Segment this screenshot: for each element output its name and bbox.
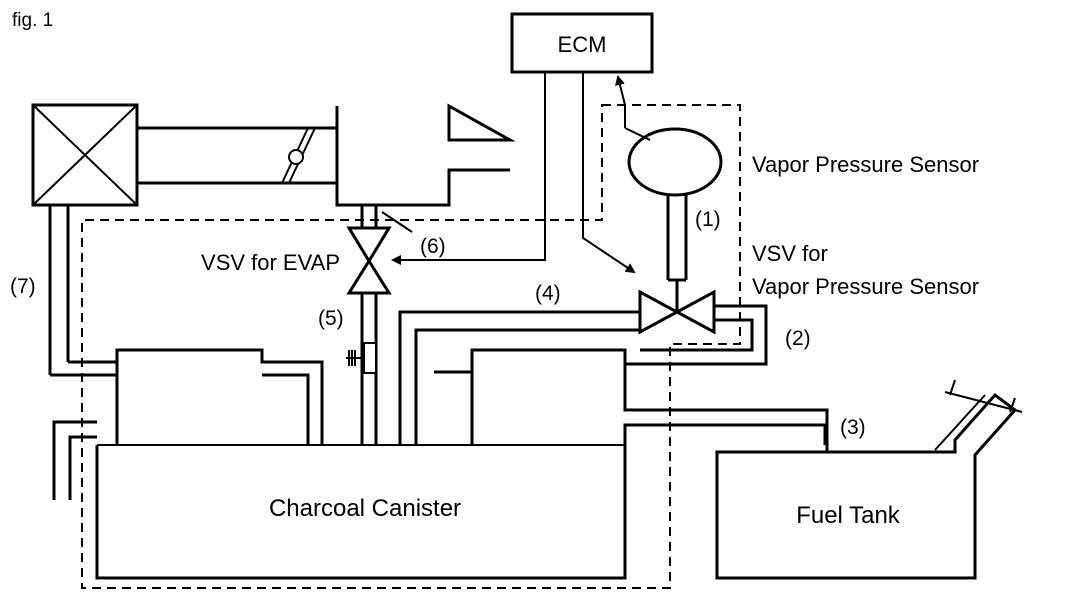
vapor-pressure-sensor-icon <box>627 127 723 197</box>
intake-manifold <box>335 103 516 207</box>
vsv-evap-valve <box>346 226 392 295</box>
hose-label-2: (2) <box>785 327 811 350</box>
fuel-tank: Fuel Tank <box>715 379 1023 580</box>
charcoal-canister: Charcoal Canister <box>95 328 829 580</box>
throttle-valve-icon <box>288 149 304 165</box>
vsv-vps-label-line1: VSV for <box>752 241 828 266</box>
hose-label-5: (5) <box>318 307 344 330</box>
vsv-evap-label: VSV for EVAP <box>201 250 340 275</box>
vsv-vps-label-line2: Vapor Pressure Sensor <box>752 274 979 299</box>
hose-label-1: (1) <box>695 208 721 231</box>
ecm-signal-lines <box>391 72 651 274</box>
intake-pipe <box>137 126 337 185</box>
air-cleaner <box>31 103 139 207</box>
hose-label-6: (6) <box>420 235 446 258</box>
hose-label-7: (7) <box>10 275 36 298</box>
hose-1 <box>666 195 688 282</box>
ecm-box: ECM <box>510 12 654 74</box>
vapor-pressure-sensor-label: Vapor Pressure Sensor <box>752 152 979 177</box>
hose-7 <box>48 205 117 500</box>
purge-line <box>346 205 413 445</box>
figure-label: fig. 1 <box>12 10 53 31</box>
ecm-wiring-harness <box>81 104 741 589</box>
ecm-label: ECM <box>558 32 607 57</box>
hose-label-3: (3) <box>840 416 866 439</box>
hose-4 <box>398 310 640 445</box>
charcoal-canister-label: Charcoal Canister <box>269 495 461 522</box>
vsv-vapor-pressure-valve <box>638 280 716 335</box>
hose-label-4: (4) <box>535 282 561 305</box>
fuel-tank-label: Fuel Tank <box>796 502 901 529</box>
